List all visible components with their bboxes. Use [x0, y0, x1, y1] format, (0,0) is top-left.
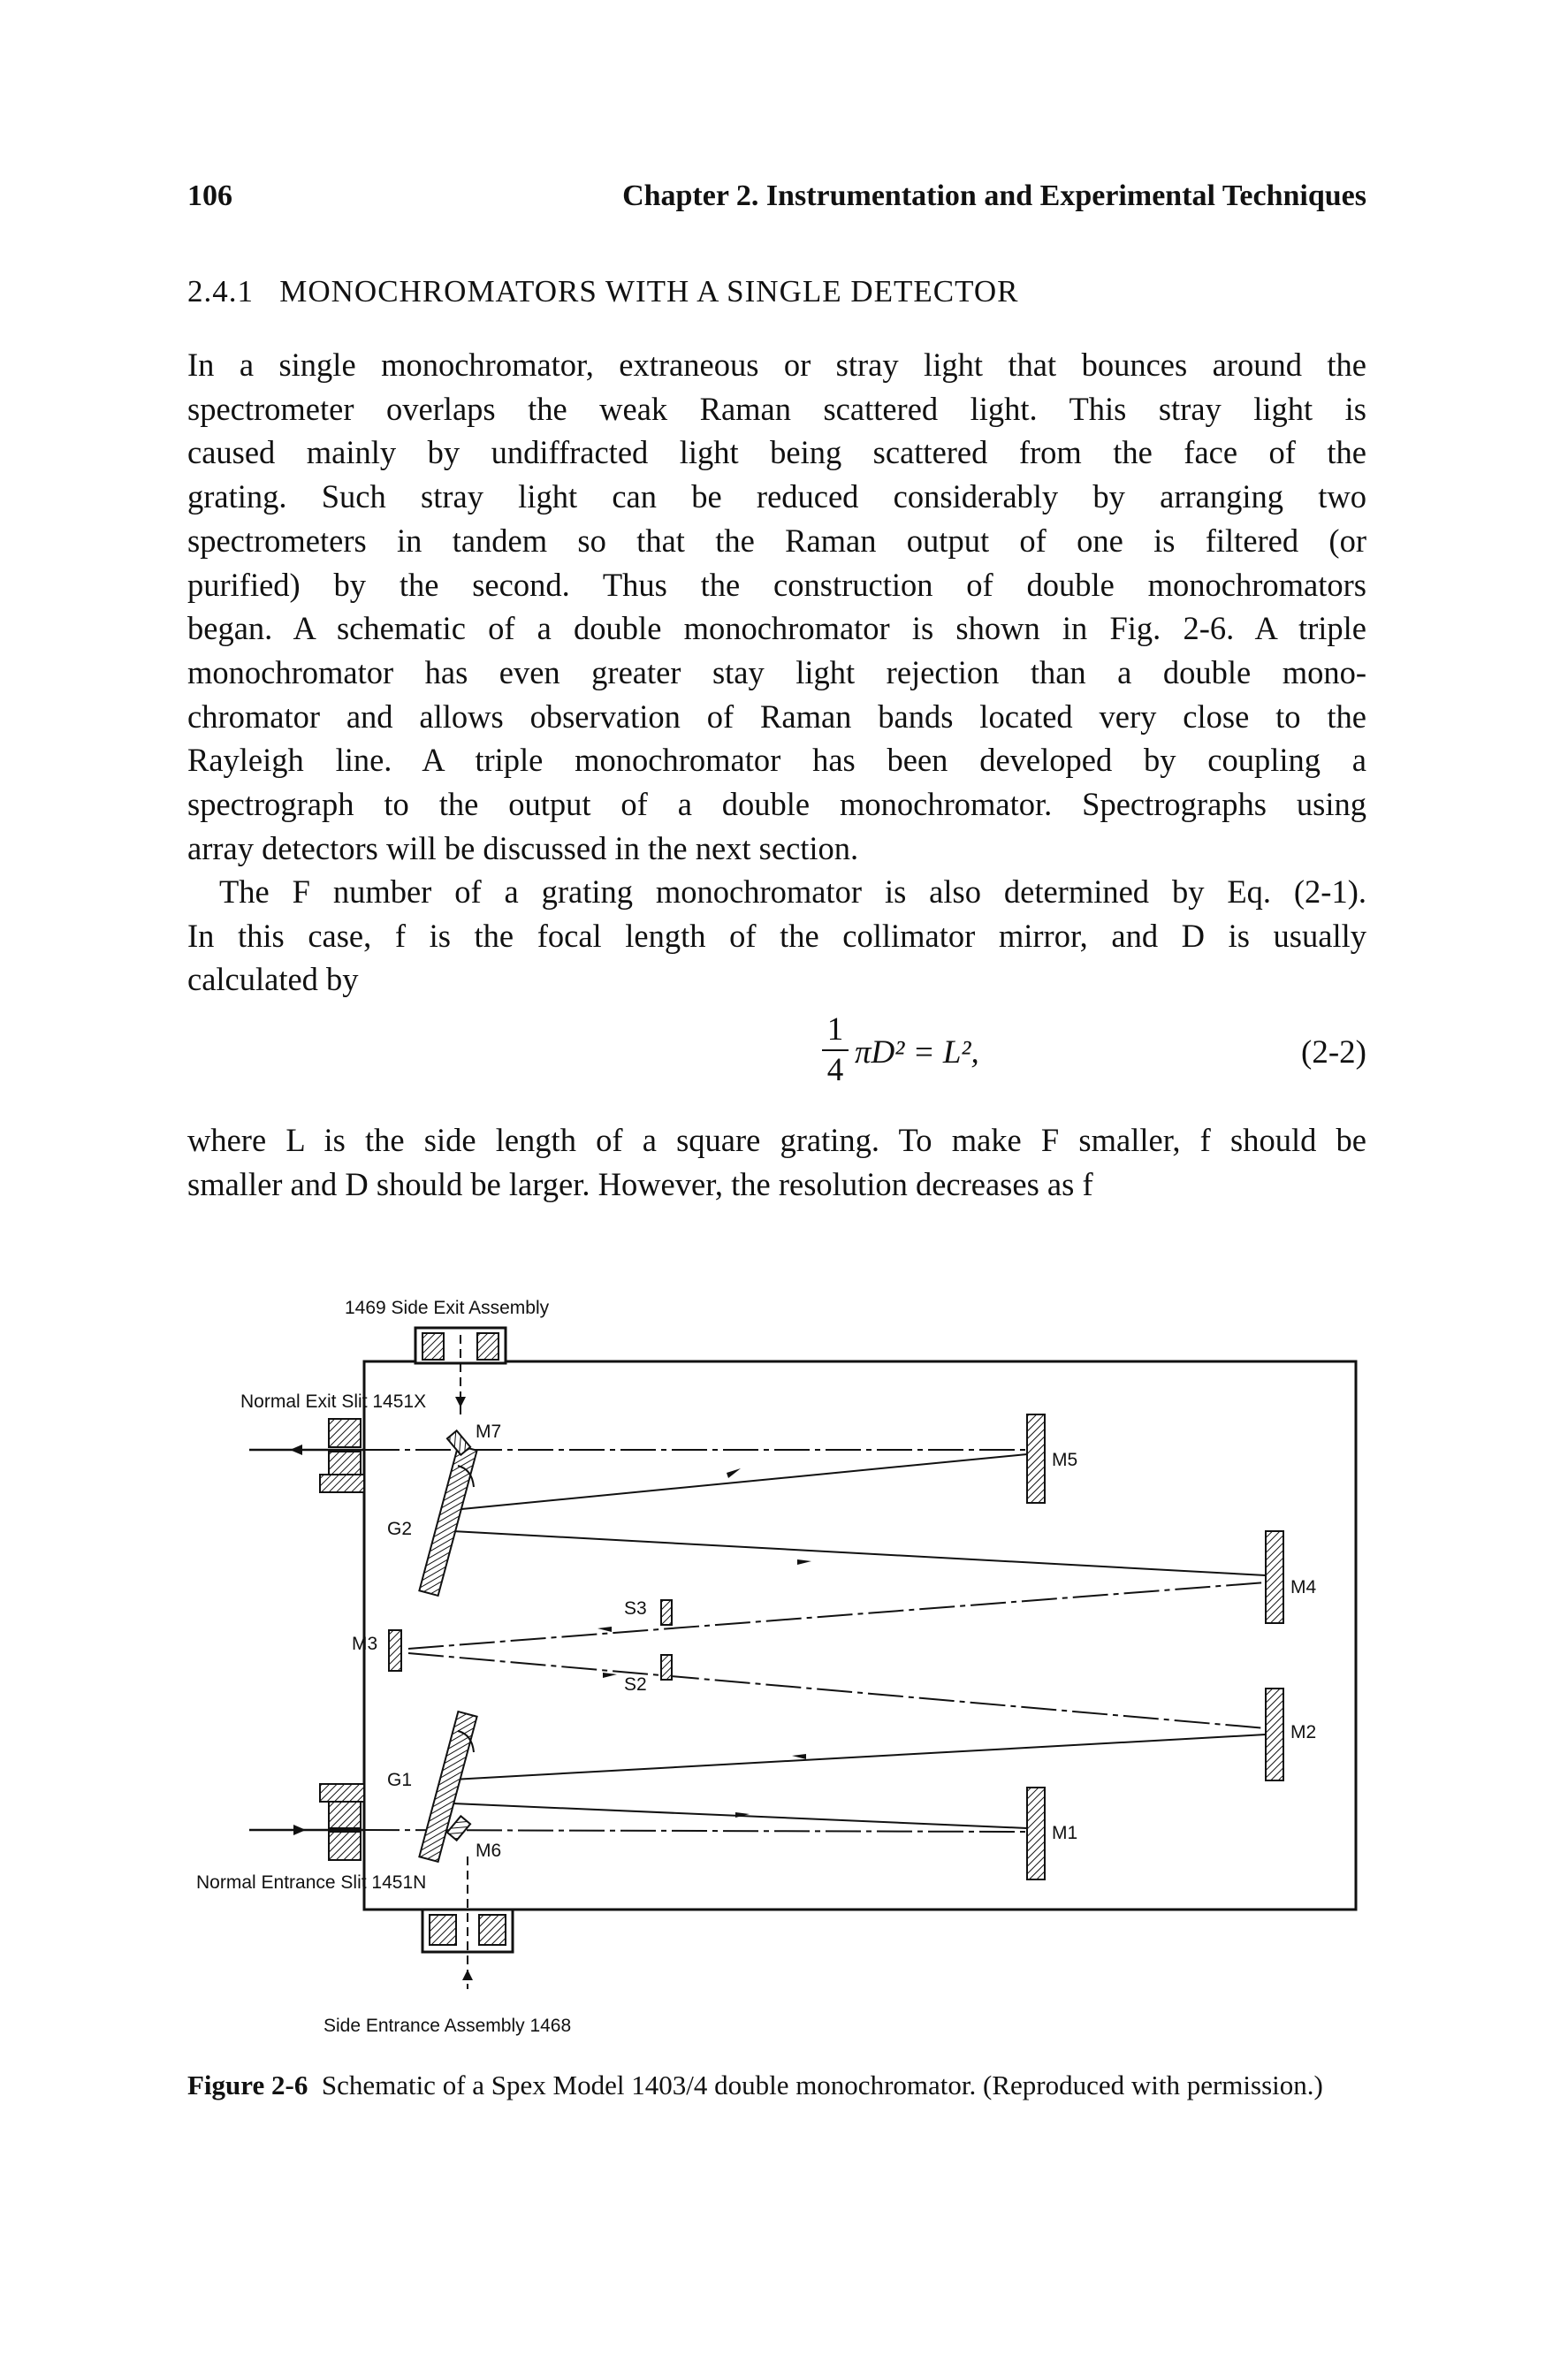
entrance-slit [249, 1783, 365, 1861]
equation-fraction: 1 4 [822, 1012, 849, 1088]
monochromator-schematic: 1469 Side Exit Assembly Normal Exit Slit… [187, 1273, 1366, 2051]
label-g2: G2 [387, 1519, 412, 1539]
label-m6: M6 [476, 1841, 501, 1861]
paragraph-2: The F number of a grating monochromator … [187, 870, 1366, 1002]
text-line: spectrometer overlaps the weak Raman sca… [187, 390, 1366, 427]
label-m7: M7 [476, 1422, 501, 1442]
equation-denominator: 4 [826, 1052, 844, 1088]
exit-slit [249, 1418, 365, 1493]
text-line: In this case, f is the focal length of t… [187, 917, 1366, 954]
label-m5: M5 [1052, 1450, 1077, 1470]
figure-caption: Figure 2-6 Schematic of a Spex Model 140… [187, 2067, 1366, 2104]
text-line: Rayleigh line. A triple monochromator ha… [187, 742, 1366, 779]
text-line: spectrometers in tandem so that the Rama… [187, 522, 1366, 559]
label-m1: M1 [1052, 1823, 1077, 1843]
label-exit-slit: Normal Exit Slit 1451X [240, 1391, 426, 1412]
label-side-exit: 1469 Side Exit Assembly [345, 1298, 550, 1318]
label-entrance-slit: Normal Entrance Slit 1451N [196, 1872, 426, 1893]
label-m3: M3 [352, 1634, 377, 1654]
text-line: array detectors will be discussed in the… [187, 829, 859, 866]
grating-g2 [418, 1444, 478, 1597]
housing-outline [362, 1360, 1358, 1911]
label-g1: G1 [387, 1770, 412, 1790]
slit-s3 [660, 1599, 673, 1626]
label-side-entrance: Side Entrance Assembly 1468 [323, 2016, 571, 2036]
slit-s2 [660, 1654, 673, 1681]
mirror-m7 [445, 1429, 472, 1457]
text-line: smaller and D should be larger. However,… [187, 1165, 1093, 1202]
mirror-m5 [1026, 1414, 1046, 1504]
figure-label: Figure 2-6 [187, 2070, 308, 2100]
text-line: calculated by [187, 961, 359, 998]
running-title: Chapter 2. Instrumentation and Experimen… [622, 179, 1366, 212]
text-line: chromator and allows observation of Rama… [187, 698, 1366, 735]
figure-caption-text: Schematic of a Spex Model 1403/4 double … [321, 2070, 1323, 2100]
text-line: where L is the side length of a square g… [187, 1122, 1366, 1158]
mirror-m6 [445, 1814, 472, 1842]
text-line: spectrograph to the output of a double m… [187, 786, 1366, 823]
section-title: MONOCHROMATORS WITH A SINGLE DETECTOR [279, 274, 1019, 309]
text-line: monochromator has even greater stay ligh… [187, 653, 1366, 690]
side-exit-assembly [414, 1326, 507, 1414]
text-line: The F number of a grating monochromator … [219, 873, 1366, 910]
mirror-m4 [1265, 1530, 1284, 1624]
equation-number: (2-2) [1301, 1034, 1366, 1071]
page-number: 106 [187, 179, 232, 212]
grating-g2-rotation [457, 1465, 475, 1488]
paragraph-3: where L is the side length of a square g… [187, 1118, 1366, 1206]
equation-expression: πD² = L², [855, 1034, 979, 1071]
mirror-m1 [1026, 1787, 1046, 1880]
text-line: began. A schematic of a double monochrom… [187, 610, 1366, 647]
equation-2-2: 1 4 πD² = L², (2-2) [187, 1012, 1366, 1109]
mirror-m2 [1265, 1688, 1284, 1781]
text-line: caused mainly by undiffracted light bein… [187, 434, 1366, 471]
label-m4: M4 [1290, 1577, 1316, 1597]
beam-arrows [598, 1468, 811, 1818]
running-header: 106 Chapter 2. Instrumentation and Exper… [187, 179, 1366, 224]
section-number: 2.4.1 [187, 274, 254, 309]
grating-g1 [418, 1710, 478, 1864]
grating-g1-rotation [457, 1730, 475, 1753]
label-m2: M2 [1290, 1722, 1316, 1742]
equation-numerator: 1 [826, 1011, 844, 1048]
label-s3: S3 [624, 1598, 647, 1619]
section-heading: 2.4.1 MONOCHROMATORS WITH A SINGLE DETEC… [187, 274, 1018, 309]
paragraph-1: In a single monochromator, extraneous or… [187, 343, 1366, 870]
label-s2: S2 [624, 1674, 647, 1695]
text-line: In a single monochromator, extraneous or… [187, 347, 1366, 383]
text-line: purified) by the second. Thus the constr… [187, 566, 1366, 603]
mirror-m3 [388, 1629, 402, 1672]
text-line: grating. Such stray light can be reduced… [187, 478, 1366, 515]
beam-paths [363, 1449, 1267, 1833]
side-entrance-assembly [421, 1856, 514, 1989]
